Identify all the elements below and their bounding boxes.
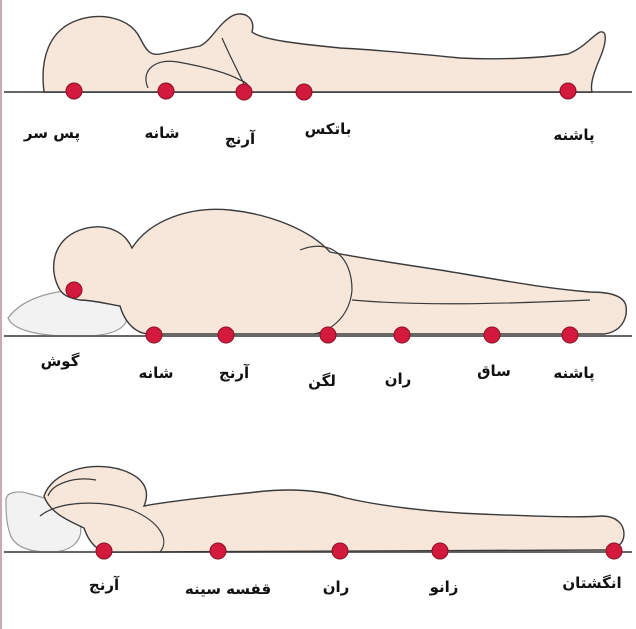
pressure-point	[146, 327, 162, 343]
label-shoulder: شانه	[144, 124, 179, 142]
pressure-point	[484, 327, 500, 343]
panel-side-lying	[4, 209, 632, 343]
panel-supine	[4, 14, 632, 100]
label-heel: پاشنه	[553, 126, 594, 144]
pressure-point	[562, 327, 578, 343]
pressure-point	[320, 327, 336, 343]
pressure-point	[236, 84, 252, 100]
pressure-point	[158, 83, 174, 99]
label-back-of-head: پس سر	[24, 124, 80, 142]
pressure-point	[210, 543, 226, 559]
panel-prone	[4, 466, 632, 559]
pressure-point	[394, 327, 410, 343]
label-shoulder: شانه	[138, 364, 173, 382]
label-shin: ساق	[477, 362, 511, 380]
label-elbow: آرنج	[219, 364, 249, 382]
label-buttocks: باتکس	[305, 120, 352, 138]
label-elbow: آرنج	[225, 130, 255, 148]
pressure-point	[432, 543, 448, 559]
body-silhouette	[43, 14, 605, 92]
body-silhouette	[54, 209, 627, 334]
label-knee: زانو	[430, 578, 459, 596]
pressure-point	[560, 83, 576, 99]
label-thigh: ران	[385, 370, 412, 388]
pressure-point	[296, 84, 312, 100]
label-ear: گوش	[41, 352, 80, 370]
label-chest: قفسه سینه	[185, 580, 271, 598]
pressure-point	[606, 543, 622, 559]
label-elbow: آرنج	[89, 576, 119, 594]
label-toes: انگشتان	[562, 574, 621, 592]
pressure-point	[332, 543, 348, 559]
label-thigh: ران	[323, 578, 350, 596]
pressure-point	[66, 282, 82, 298]
pressure-point	[218, 327, 234, 343]
pressure-point	[66, 83, 82, 99]
label-hip: لگن	[308, 372, 336, 390]
pressure-point	[96, 543, 112, 559]
label-heel: پاشنه	[553, 364, 594, 382]
